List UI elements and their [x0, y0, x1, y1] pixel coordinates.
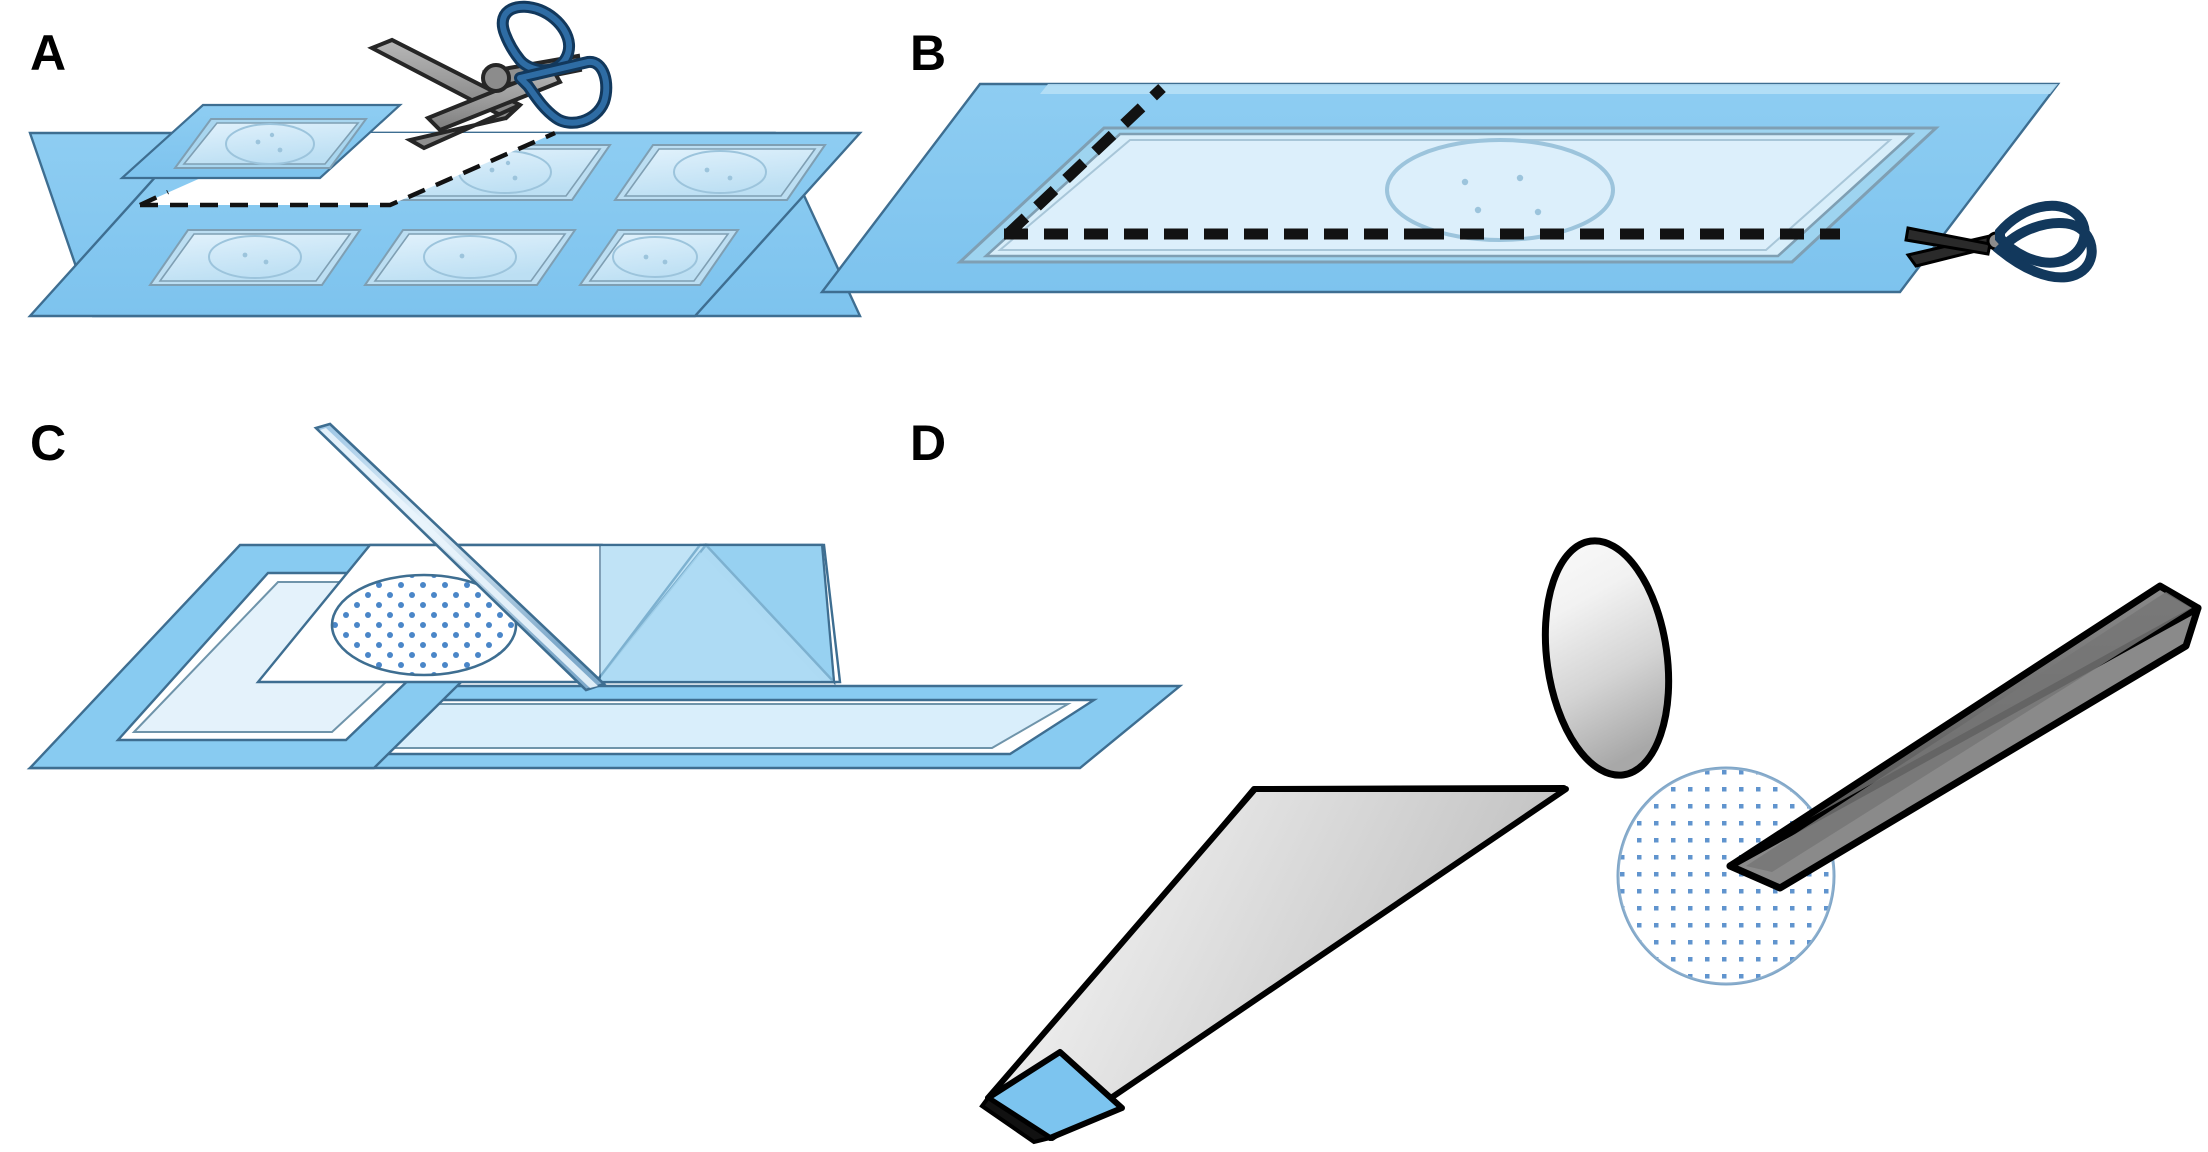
well-bottom-3: [578, 229, 740, 286]
dashed-cut-line-diagonal: [1004, 84, 1166, 238]
panel-d-group: [979, 537, 2202, 1145]
single-well-cutout: [119, 103, 403, 180]
forceps-icon: [1726, 582, 2202, 892]
dotted-membrane-disc: [1616, 766, 1836, 986]
panel-label-d: D: [910, 415, 947, 471]
funnel-handle: [1541, 537, 1673, 779]
well-bottom-2: [363, 229, 577, 286]
well-top-2: [613, 144, 827, 201]
panel-label-a: A: [30, 25, 67, 81]
panel-c-group: [26, 422, 1184, 770]
dotted-membrane-ellipse: [330, 573, 518, 677]
well-bottom-1: [148, 229, 362, 286]
scissors-icon-b: [1904, 200, 2097, 283]
panel-a-sheet-group: [27, 0, 863, 318]
dashed-cut-outline: [140, 133, 555, 205]
forceps-blade-icon: [313, 422, 607, 692]
panel-b-group: [819, 82, 2097, 294]
scissors-pivot: [481, 63, 511, 93]
membrane-ellipse-b: [1385, 138, 1615, 242]
dashed-cut-line: [140, 130, 556, 208]
panel-label-b: B: [910, 25, 947, 81]
funnel-spout: [979, 1095, 1055, 1145]
scissors-icon: [367, 0, 613, 151]
panel-label-c: C: [30, 415, 67, 471]
